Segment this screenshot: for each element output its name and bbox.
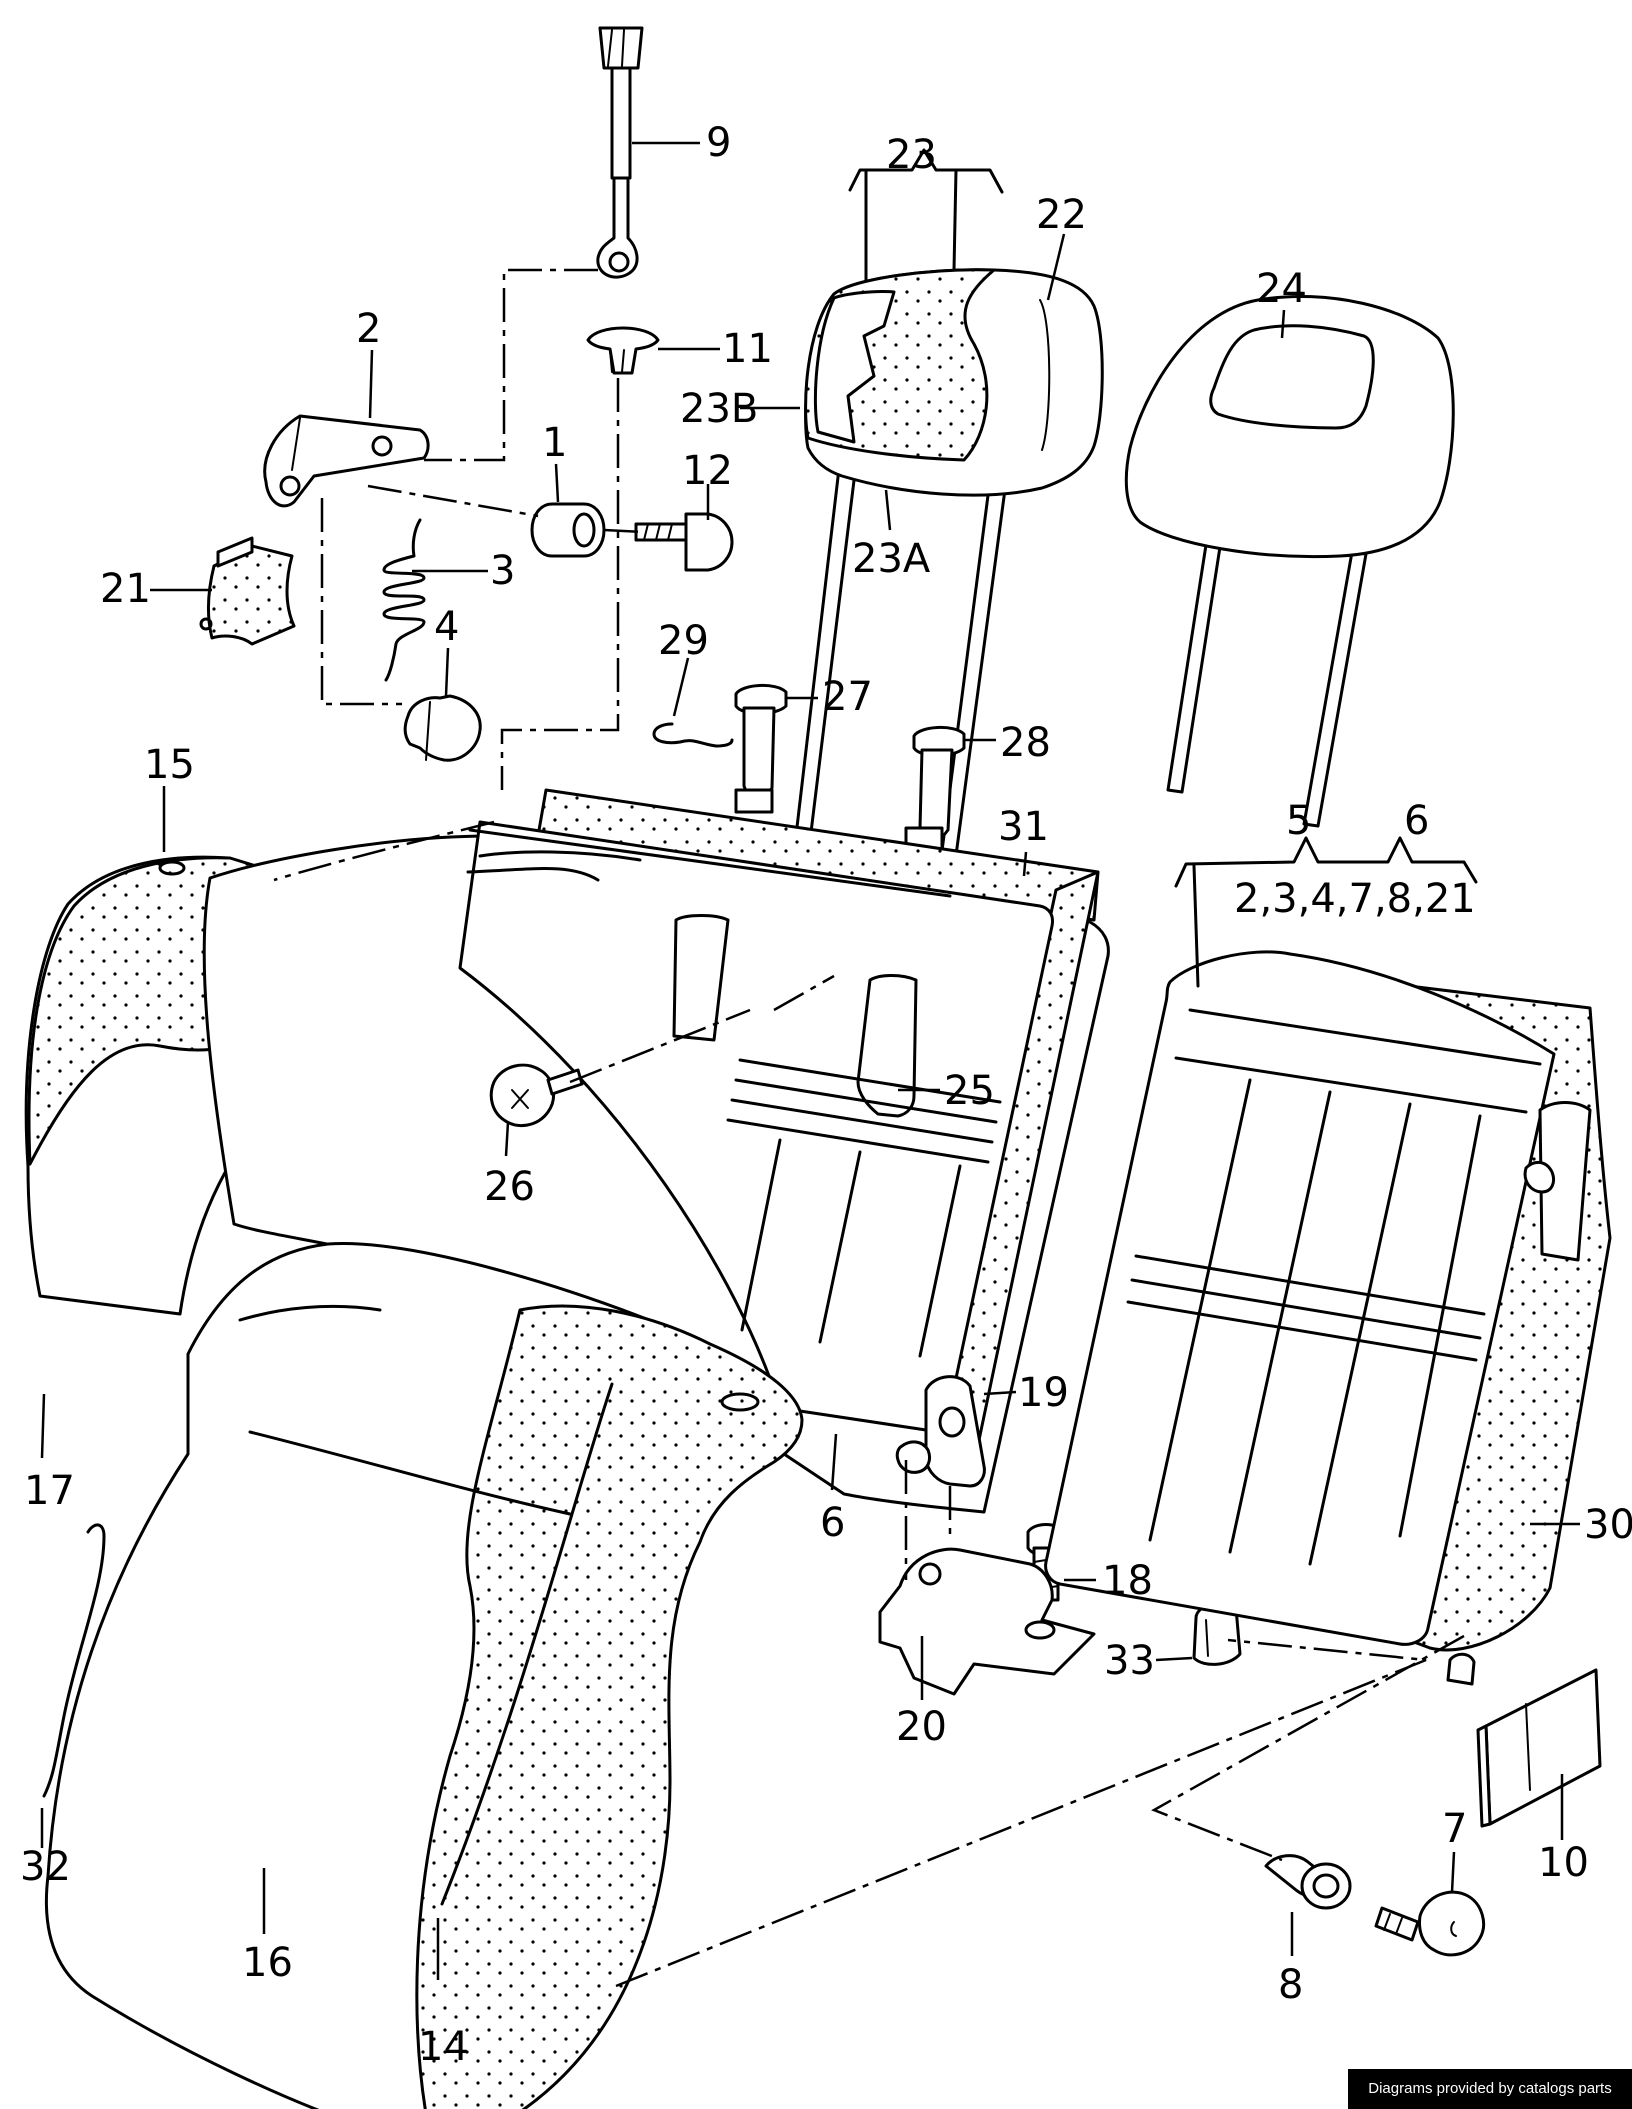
callout-15: 15 — [144, 742, 195, 788]
part-29-clip — [652, 722, 734, 748]
callout-18: 18 — [1102, 1558, 1153, 1604]
callout-8: 8 — [1278, 1962, 1303, 2008]
leader-lines — [40, 141, 1580, 1980]
callout-22: 22 — [1036, 192, 1087, 238]
callout-1: 1 — [542, 420, 567, 466]
callout-3: 3 — [490, 548, 515, 594]
part-12-bolt — [634, 512, 734, 572]
part-26-screw — [489, 1063, 584, 1128]
assembly-lines — [273, 268, 1465, 1988]
part-27-guide — [734, 684, 788, 814]
callouts: 9 11 2 1 12 3 4 21 23 22 24 23B 23A 29 2… — [20, 120, 1632, 2070]
part-6-seat-back — [202, 788, 1110, 1514]
callout-16: 16 — [242, 1940, 293, 1986]
callout-21: 21 — [100, 566, 151, 612]
callout-28: 28 — [1000, 720, 1051, 766]
callout-32: 32 — [20, 1844, 71, 1890]
callout-parts-set: 2,3,4,7,8,21 — [1234, 876, 1476, 922]
callout-31: 31 — [998, 804, 1049, 850]
part-8-grommet — [1264, 1854, 1352, 1910]
part-14-seat-cushion — [44, 1241, 804, 2109]
part-30-backrest-frame — [1044, 950, 1612, 1686]
callout-9: 9 — [706, 120, 731, 166]
callout-5: 5 — [1286, 798, 1311, 844]
part-11-clip — [586, 326, 660, 375]
grouping-brackets — [848, 148, 1478, 988]
part-21-bracket — [199, 536, 296, 646]
callout-29: 29 — [658, 618, 709, 664]
callout-4: 4 — [434, 604, 459, 650]
part-20-hinge-base — [878, 1547, 1096, 1696]
part-3-spring — [382, 518, 426, 682]
callout-6: 6 — [820, 1500, 845, 1546]
callout-23a: 23A — [852, 536, 931, 582]
part-7-screw — [1374, 1890, 1485, 1957]
callout-2: 2 — [356, 306, 381, 352]
callout-6-group: 6 — [1404, 798, 1429, 844]
callout-33: 33 — [1104, 1638, 1155, 1684]
callout-26: 26 — [484, 1164, 535, 1210]
callout-25: 25 — [944, 1068, 995, 1114]
part-24-headrest — [1124, 294, 1455, 828]
credit-footer: Diagrams provided by catalogs parts — [1348, 2069, 1632, 2109]
part-4-cap — [403, 694, 482, 762]
part-1-bushing — [530, 502, 606, 558]
callout-17: 17 — [24, 1468, 75, 1514]
callout-12: 12 — [682, 448, 733, 494]
callout-19: 19 — [1018, 1370, 1069, 1416]
callout-10: 10 — [1538, 1840, 1589, 1886]
part-32-wire — [42, 1523, 106, 1798]
callout-11: 11 — [722, 326, 773, 372]
callout-30: 30 — [1584, 1502, 1632, 1548]
callout-27: 27 — [822, 674, 873, 720]
callout-23: 23 — [886, 132, 937, 178]
callout-20: 20 — [896, 1704, 947, 1750]
callout-24: 24 — [1256, 266, 1307, 312]
callout-14: 14 — [418, 2024, 469, 2070]
part-10-cover — [1476, 1668, 1602, 1828]
callout-23b: 23B — [680, 386, 758, 432]
part-9-release-rod — [596, 26, 644, 279]
part-2-hinge-bracket — [263, 414, 430, 508]
callout-7: 7 — [1442, 1806, 1467, 1852]
part-22-headrest — [786, 268, 1104, 932]
